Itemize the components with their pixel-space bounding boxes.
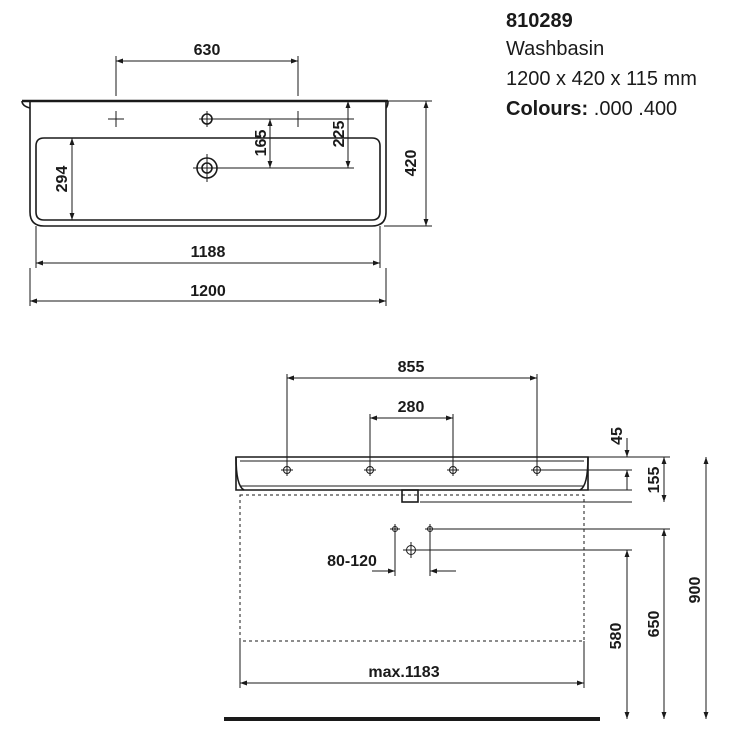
dim-label-420: 420 <box>403 150 420 177</box>
dim-label-294: 294 <box>54 166 71 193</box>
product-info: 810289 Washbasin 1200 x 420 x 115 mm Col… <box>506 8 697 124</box>
product-colours: Colours: .000 .400 <box>506 94 697 124</box>
dim-label-45: 45 <box>609 427 626 445</box>
product-name: Washbasin <box>506 38 605 60</box>
basin-rim-corner-left <box>21 100 31 109</box>
dim-label-1188: 1188 <box>191 244 226 261</box>
product-size: 1200 x 420 x 115 mm <box>506 68 697 90</box>
dim-label-580: 580 <box>608 623 625 650</box>
front-view: 855 280 45 155 80-120 max.1183 580 <box>224 359 709 721</box>
product-code: 810289 <box>506 10 573 32</box>
dim-label-155: 155 <box>646 467 663 494</box>
basin-outline <box>29 101 387 227</box>
dim-label-80-120: 80-120 <box>327 553 377 570</box>
dim-label-1200: 1200 <box>190 283 226 300</box>
top-view: 630 165 225 294 420 1188 1200 <box>21 42 432 306</box>
colours-label: Colours: <box>506 98 589 120</box>
basin-bowl-outline <box>35 137 381 221</box>
supply-markers <box>390 524 435 558</box>
dim-label-1183: max.1183 <box>368 664 439 681</box>
front-tap-holes <box>281 464 543 476</box>
dim-label-165: 165 <box>253 130 270 157</box>
colours-value: .000 .400 <box>588 98 678 120</box>
dim-label-225: 225 <box>331 121 348 148</box>
tap-hole-center <box>199 111 215 127</box>
dim-label-280: 280 <box>398 399 425 416</box>
cabinet-outline <box>239 494 585 642</box>
dim-label-630: 630 <box>194 42 221 59</box>
tap-hole-left-marker <box>108 111 124 127</box>
waste-outlet <box>401 489 419 503</box>
basin-rim-corner-right <box>385 100 389 109</box>
dim-label-650: 650 <box>646 611 663 638</box>
dim-label-900: 900 <box>687 577 704 604</box>
dim-label-855: 855 <box>398 359 425 376</box>
